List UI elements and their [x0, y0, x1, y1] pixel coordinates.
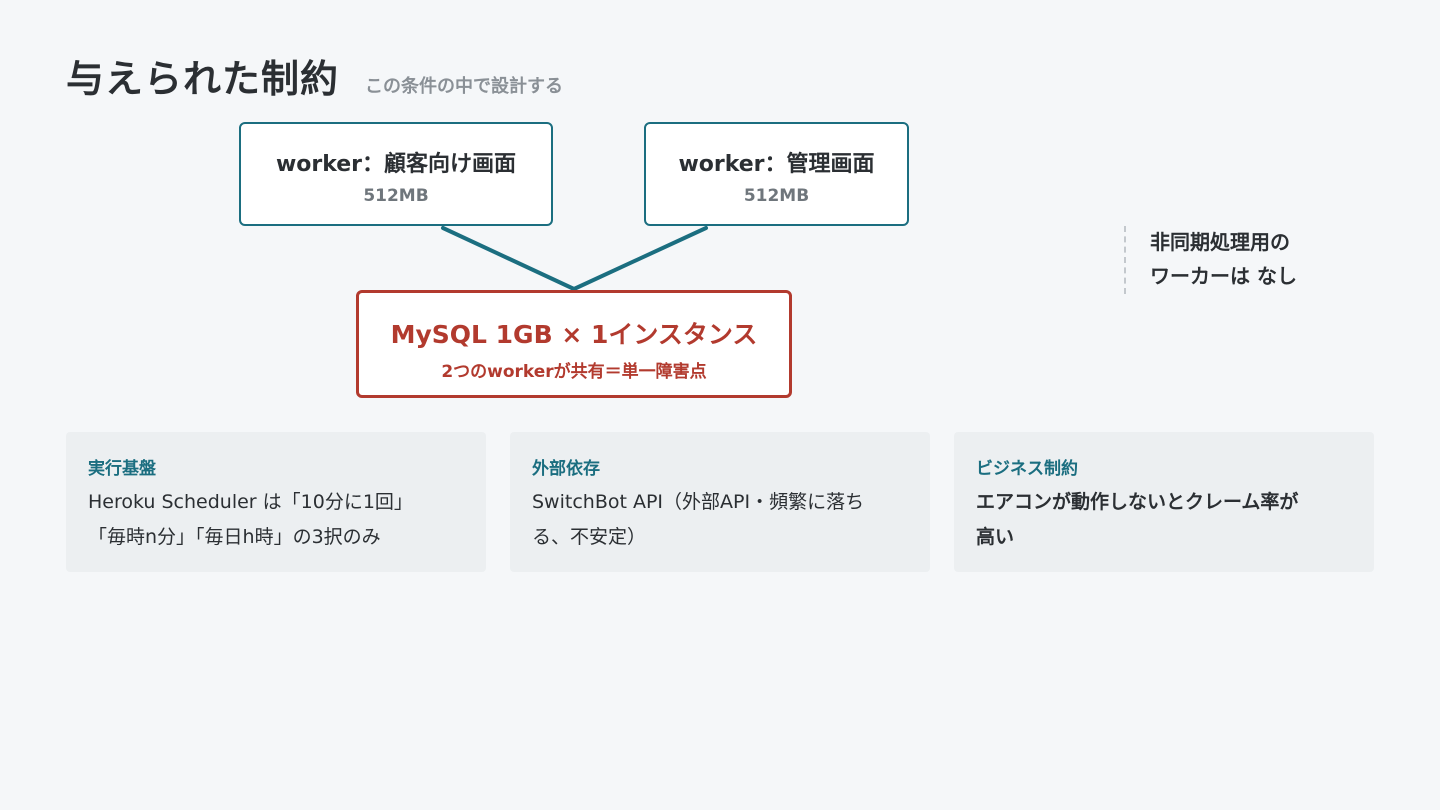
card-label: ビジネス制約: [976, 459, 1078, 479]
card-label: 実行基盤: [88, 459, 156, 479]
card-body-line-1: SwitchBot API（外部API・頻繁に落ち: [532, 491, 865, 513]
constraint-card-business: ビジネス制約 エアコンが動作しないとクレーム率が 高い: [954, 432, 1374, 572]
worker-memory: 512MB: [743, 186, 810, 206]
card-body-line-2: 「毎時n分」「毎日h時」の3択のみ: [88, 526, 381, 548]
card-body-line-1: エアコンが動作しないとクレーム率が: [976, 491, 1299, 513]
database-note: 2つのworkerが共有＝単一障害点: [441, 362, 707, 382]
side-note: 非同期処理用の ワーカーは なし: [1124, 226, 1297, 294]
card-body-line-2: る、不安定）: [532, 526, 647, 548]
card-body-line-2: 高い: [976, 526, 1015, 548]
database-title: MySQL 1GB × 1インスタンス: [390, 320, 758, 349]
page-subtitle: この条件の中で設計する: [365, 76, 564, 97]
connector-line-right: [572, 226, 708, 291]
constraint-card-runtime: 実行基盤 Heroku Scheduler は「10分に1回」 「毎時n分」「毎…: [66, 432, 486, 572]
card-body: エアコンが動作しないとクレーム率が 高い: [976, 485, 1352, 555]
side-note-line-2: ワーカーは なし: [1150, 264, 1297, 288]
card-body: Heroku Scheduler は「10分に1回」 「毎時n分」「毎日h時」の…: [88, 485, 464, 555]
constraint-card-external: 外部依存 SwitchBot API（外部API・頻繁に落ち る、不安定）: [510, 432, 930, 572]
worker-box-customer: worker：顧客向け画面 512MB: [239, 122, 553, 226]
worker-title: worker：顧客向け画面: [275, 152, 517, 177]
worker-memory: 512MB: [363, 186, 429, 206]
side-note-line-1: 非同期処理用の: [1150, 230, 1290, 254]
page-title: 与えられた制約: [66, 57, 340, 101]
card-body: SwitchBot API（外部API・頻繁に落ち る、不安定）: [532, 485, 908, 555]
database-box: MySQL 1GB × 1インスタンス 2つのworkerが共有＝単一障害点: [356, 290, 792, 398]
title-row: 与えられた制約 この条件の中で設計する: [66, 48, 563, 103]
worker-title: worker：管理画面: [678, 152, 875, 177]
worker-box-admin: worker：管理画面 512MB: [644, 122, 909, 226]
card-body-line-1: Heroku Scheduler は「10分に1回」: [88, 491, 413, 513]
connector-line-left: [441, 226, 576, 291]
card-label: 外部依存: [532, 459, 600, 479]
